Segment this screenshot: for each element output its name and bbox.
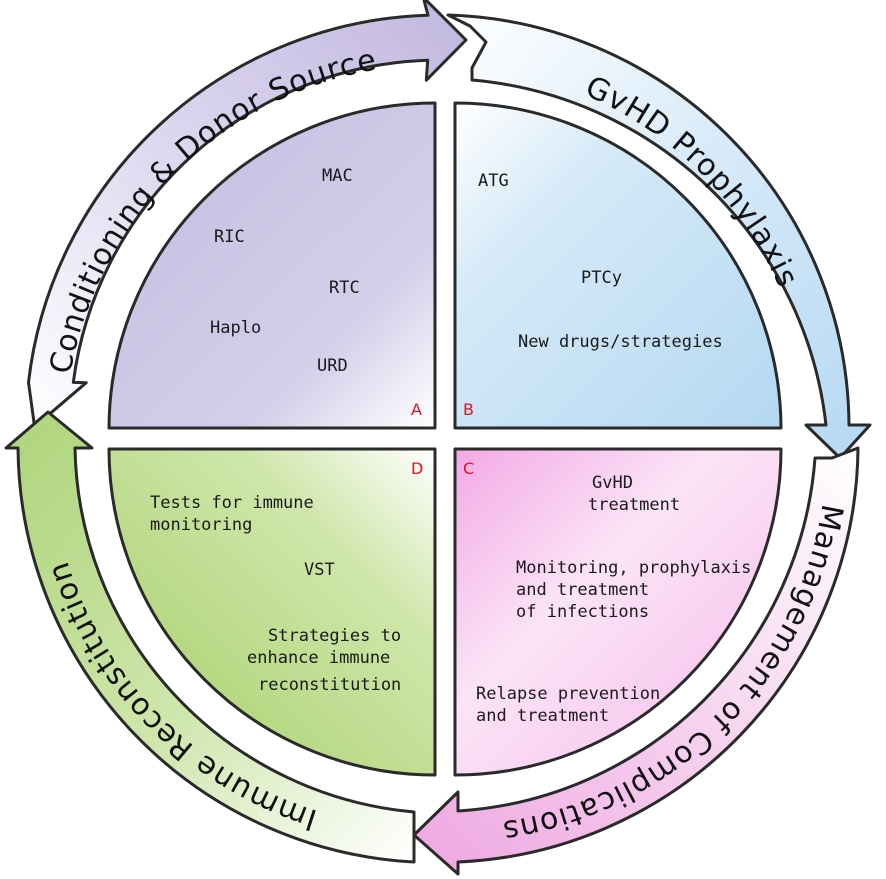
quadrant-b-item-atg: ATG — [478, 171, 509, 191]
quadrant-c-item-treatment: treatment — [588, 495, 680, 515]
quadrant-a-item-urd: URD — [317, 356, 348, 376]
quadrant-d-item-vst: VST — [304, 560, 335, 580]
quadrant-c-item-relapse: Relapse prevention — [476, 684, 660, 704]
quadrant-d — [107, 447, 437, 777]
quadrant-c-item-and-treatment: and treatment — [516, 580, 649, 600]
quadrant-d-letter: D — [411, 459, 423, 478]
arrow-gvhd-prophylaxis — [446, 13, 872, 460]
arrow-conditioning-donor-source — [27, 0, 468, 429]
quadrant-c-item-infections: of infections — [516, 602, 649, 622]
quadrant-b-item-ptcy: PTCy — [581, 268, 622, 288]
quadrant-d-item-reconstitution: reconstitution — [258, 675, 401, 695]
cycle-arrows — [4, 0, 872, 876]
quadrant-c — [453, 447, 783, 777]
quadrant-c-letter: C — [463, 459, 474, 478]
quadrant-d-item-enhance: enhance immune — [247, 648, 390, 668]
arrow-management-of-complications — [412, 446, 860, 876]
quadrant-d-item-strategies: Strategies to — [268, 626, 401, 646]
quadrant-c-item-monitoring: Monitoring, prophylaxis — [516, 558, 751, 578]
quadrants — [107, 101, 783, 777]
quadrant-a-item-ric: RIC — [214, 227, 245, 247]
quadrant-c-item-gvhd: GvHD — [592, 473, 633, 493]
quadrant-b-letter: B — [463, 400, 474, 419]
quadrant-b-item-new-drugs: New drugs/strategies — [518, 332, 723, 352]
quadrant-c-item-relapse-treatment: and treatment — [476, 706, 609, 726]
quadrant-a-letter: A — [411, 400, 422, 419]
arrow-immune-reconstitution — [4, 410, 416, 864]
quadrant-d-item-monitoring: monitoring — [150, 515, 252, 535]
quadrant-a-item-mac: MAC — [322, 166, 353, 186]
quadrant-a-item-rtc: RTC — [329, 278, 360, 298]
quadrant-d-item-tests: Tests for immune — [150, 493, 314, 513]
quadrant-a — [107, 101, 437, 430]
quadrant-a-item-haplo: Haplo — [210, 318, 261, 338]
quadrant-b — [453, 101, 783, 430]
